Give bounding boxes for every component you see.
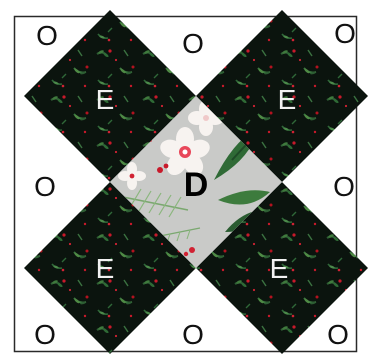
label-o-top-right: O bbox=[334, 18, 356, 49]
label-e-bottom-right: E bbox=[270, 253, 289, 284]
label-o-bottom-left: O bbox=[34, 319, 56, 350]
label-o-top-left: O bbox=[36, 20, 58, 51]
label-o-mid-left: O bbox=[34, 171, 56, 202]
label-e-top-left: E bbox=[96, 84, 115, 115]
label-e-bottom-left: E bbox=[96, 253, 115, 284]
label-o-bottom-right: O bbox=[327, 319, 349, 350]
label-o-top-mid: O bbox=[182, 28, 204, 59]
label-o-bottom-mid: O bbox=[182, 319, 204, 350]
label-o-mid-right: O bbox=[333, 171, 355, 202]
label-d-center: D bbox=[184, 166, 209, 204]
label-e-top-right: E bbox=[278, 84, 297, 115]
